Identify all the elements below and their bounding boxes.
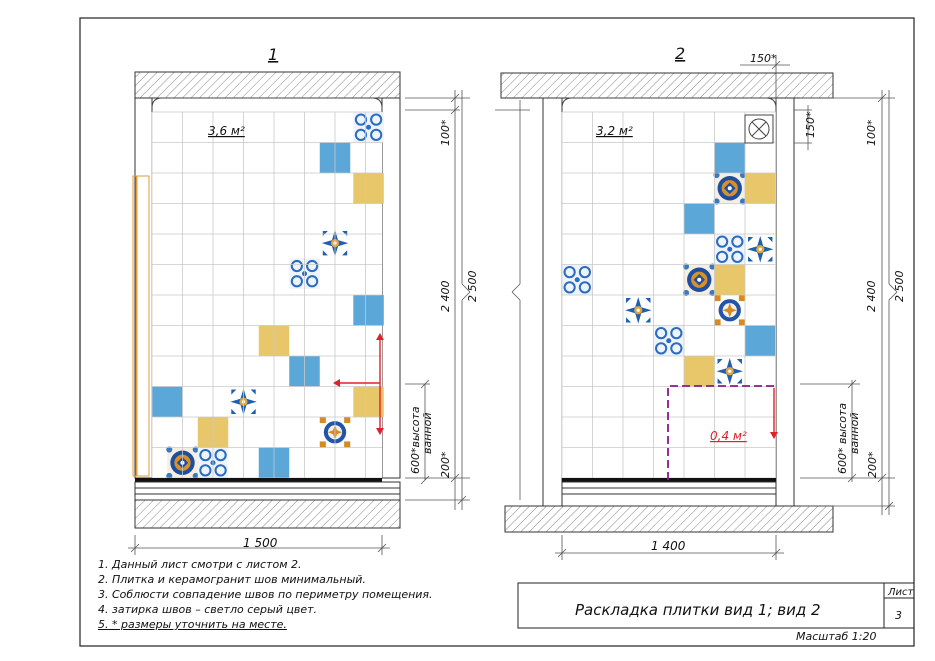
view-1: 1 3,6 м²	[128, 45, 479, 555]
accent-tile	[714, 264, 745, 295]
view-2-dim-150-side: 150*	[804, 111, 817, 138]
view-2-number: 2	[675, 44, 685, 63]
ornament-tile	[713, 171, 747, 205]
view-1-door-jamb	[136, 175, 150, 477]
view-2-dim-2500: 2 500	[893, 271, 906, 303]
sheet-frame	[79, 17, 915, 647]
ornament-tile	[623, 295, 654, 326]
view-1-width-dim: 1 500	[243, 536, 278, 550]
ornament-tile	[714, 356, 745, 387]
view-1-dim-2400: 2 400	[439, 281, 452, 313]
view-2-right-wall	[775, 97, 795, 507]
view-2-dim-150-top: 150*	[750, 52, 777, 65]
note-3: 3. Соблюсти совпадение швов по периметру…	[98, 588, 433, 601]
view-2-floor-slab	[504, 505, 834, 533]
view-1-right-wall	[381, 97, 401, 479]
note-2: 2. Плитка и керамогранит шов минимальный…	[98, 573, 366, 586]
accent-tile	[745, 325, 776, 356]
view-1-dimensions	[128, 90, 471, 555]
view-1-number: 1	[268, 45, 278, 64]
accent-tile	[714, 142, 745, 173]
note-5: 5. * размеры уточнить на месте.	[98, 618, 287, 631]
view-2-bath-label: ванной	[848, 413, 861, 455]
view-2-width-dim: 1 400	[651, 539, 686, 553]
ornament-tile	[682, 263, 716, 297]
view-1-tile-grid	[151, 110, 385, 480]
view-1-dim-200: 200*	[439, 451, 452, 478]
view-1-ceiling-edge	[151, 97, 383, 109]
view-2-ceiling-edge	[561, 97, 777, 109]
view-1-area: 3,6 м²	[208, 124, 245, 138]
view-1-floor-screed	[134, 481, 401, 501]
drawing-scale: Масштаб 1:20	[796, 630, 876, 643]
accent-tile	[745, 173, 776, 204]
ornament-tile	[352, 110, 385, 144]
view-1-bath-label: ванной	[421, 413, 434, 455]
bathtub-outline	[667, 385, 774, 480]
title-block: Раскладка плитки вид 1; вид 2 Лист 3 Мас…	[517, 582, 915, 643]
view-2-dim-2400: 2 400	[865, 281, 878, 313]
view-2-ceiling-slab	[500, 72, 834, 99]
view-2-bath-height-label: 600* высота	[836, 403, 849, 474]
view-1-floor-line	[135, 478, 382, 482]
note-1: 1. Данный лист смотри с листом 2.	[98, 558, 302, 571]
accent-tile	[152, 386, 183, 417]
accent-tile	[353, 295, 384, 326]
view-1-floor-slab	[134, 499, 401, 529]
view-1-door-frame	[132, 175, 137, 477]
title-block-title: Раскладка плитки вид 1; вид 2	[575, 601, 821, 619]
view-2: 2 0,4 м² 3,2 м²	[495, 44, 906, 560]
view-1-dim-100: 100*	[439, 119, 452, 146]
accent-tile	[684, 203, 715, 234]
ornament-tile	[560, 263, 594, 297]
view-2-dim-100: 100*	[865, 119, 878, 146]
view-2-floor-line	[562, 478, 776, 482]
view-2-left-wall	[542, 97, 563, 507]
view-2-tile-grid	[560, 111, 776, 479]
accent-tile	[353, 386, 384, 417]
view-2-area: 3,2 м²	[596, 124, 633, 138]
accent-tile	[684, 356, 715, 387]
bath-area-label: 0,4 м²	[710, 429, 747, 443]
sheet-label: Лист	[887, 587, 915, 598]
view-1-dim-2500: 2 500	[466, 271, 479, 303]
sheet-number: 3	[895, 609, 902, 622]
view-1-bath-height-label: 600*высота	[409, 406, 422, 474]
view-2-dim-200: 200*	[866, 451, 879, 478]
ornament-tile	[745, 234, 776, 265]
view-1-ceiling-slab	[134, 71, 401, 99]
view-2-dimensions	[495, 55, 898, 560]
ornament-tile	[714, 295, 745, 326]
accent-tile	[353, 173, 384, 204]
note-4: 4. затирка швов – светло серый цвет.	[98, 603, 317, 616]
ornament-tile	[652, 324, 686, 358]
ornament-tile	[713, 232, 747, 266]
